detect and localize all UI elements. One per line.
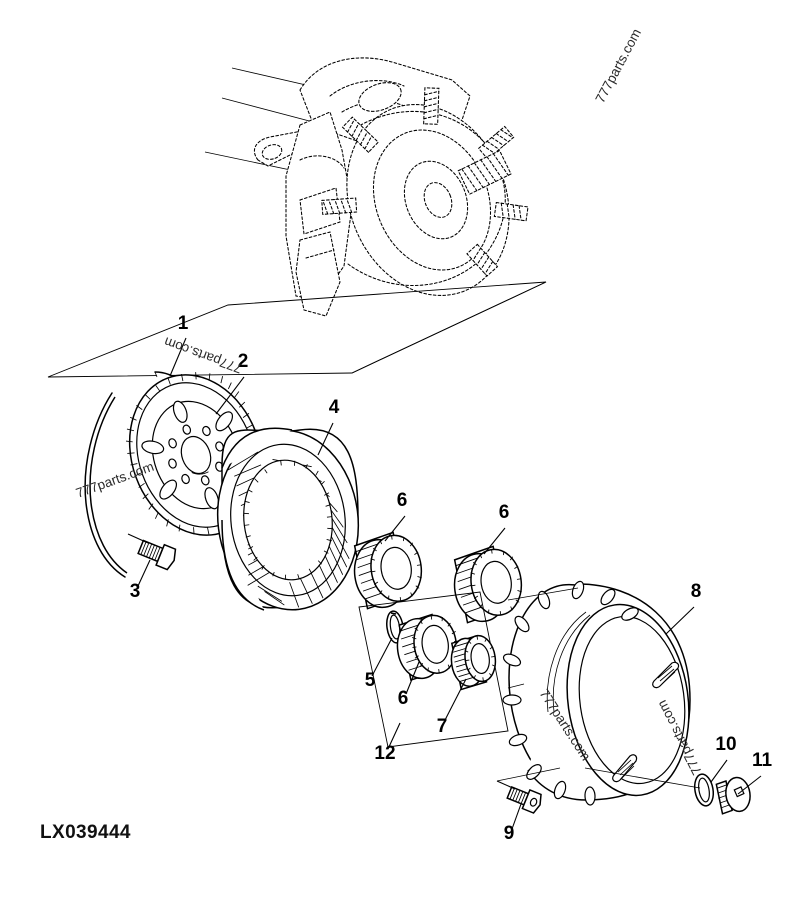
callout-leader-5 [371, 637, 393, 677]
callout-leader-1 [169, 337, 187, 377]
callout-number-6b: 6 [499, 502, 510, 523]
callout-number-2: 2 [238, 351, 249, 372]
callout-leader-4 [317, 422, 334, 456]
callout-number-11: 11 [752, 750, 773, 771]
callout-number-9: 9 [504, 823, 515, 844]
callout-leader-6c [405, 661, 420, 695]
callout-leader-12 [387, 722, 401, 750]
part-3-cap-screw [127, 533, 177, 571]
callout-number-10: 10 [715, 734, 736, 755]
callout-leader-3 [137, 559, 151, 587]
callout-leader-6b [483, 527, 506, 555]
callout-leader-10 [710, 759, 728, 783]
part-6-planet-gear-a [353, 531, 423, 610]
part-9-cap-screw [496, 767, 561, 814]
callout-leaders [137, 337, 762, 830]
part-number-label: LX039444 [40, 822, 131, 843]
callout-leader-2 [215, 376, 245, 415]
part-6-planet-gear-kit [396, 613, 459, 682]
callout-number-5: 5 [365, 670, 376, 691]
callout-leader-8 [665, 606, 695, 635]
part-12-kit-frame [358, 591, 509, 748]
callout-number-3: 3 [130, 581, 141, 602]
housing-bolt-holes [502, 580, 639, 806]
callout-number-7: 7 [437, 716, 448, 737]
housing-face-slots [612, 661, 680, 783]
part-8-carrier-housing [502, 580, 691, 806]
part-10-o-ring [693, 773, 715, 807]
callout-leader-7 [443, 678, 467, 723]
callout-number-4: 4 [329, 397, 340, 418]
wheel-studs [321, 87, 529, 277]
callout-leader-6 [384, 515, 406, 542]
callout-number-6c: 6 [398, 688, 409, 709]
part-11-plug [584, 767, 751, 815]
callout-number-6: 6 [397, 490, 408, 511]
callout-leader-9 [511, 803, 522, 830]
callout-number-8: 8 [691, 581, 702, 602]
callout-number-1: 1 [178, 313, 189, 334]
assembly-group-frame [47, 281, 547, 378]
callout-leader-11 [737, 775, 762, 795]
hub-knuckle-phantom-assembly [204, 57, 529, 317]
part-7-needle-bearing [450, 634, 497, 691]
callout-number-12: 12 [374, 743, 395, 764]
part-4-internal-ring-gear [216, 427, 360, 611]
part-1-large-snap-ring [84, 392, 128, 578]
